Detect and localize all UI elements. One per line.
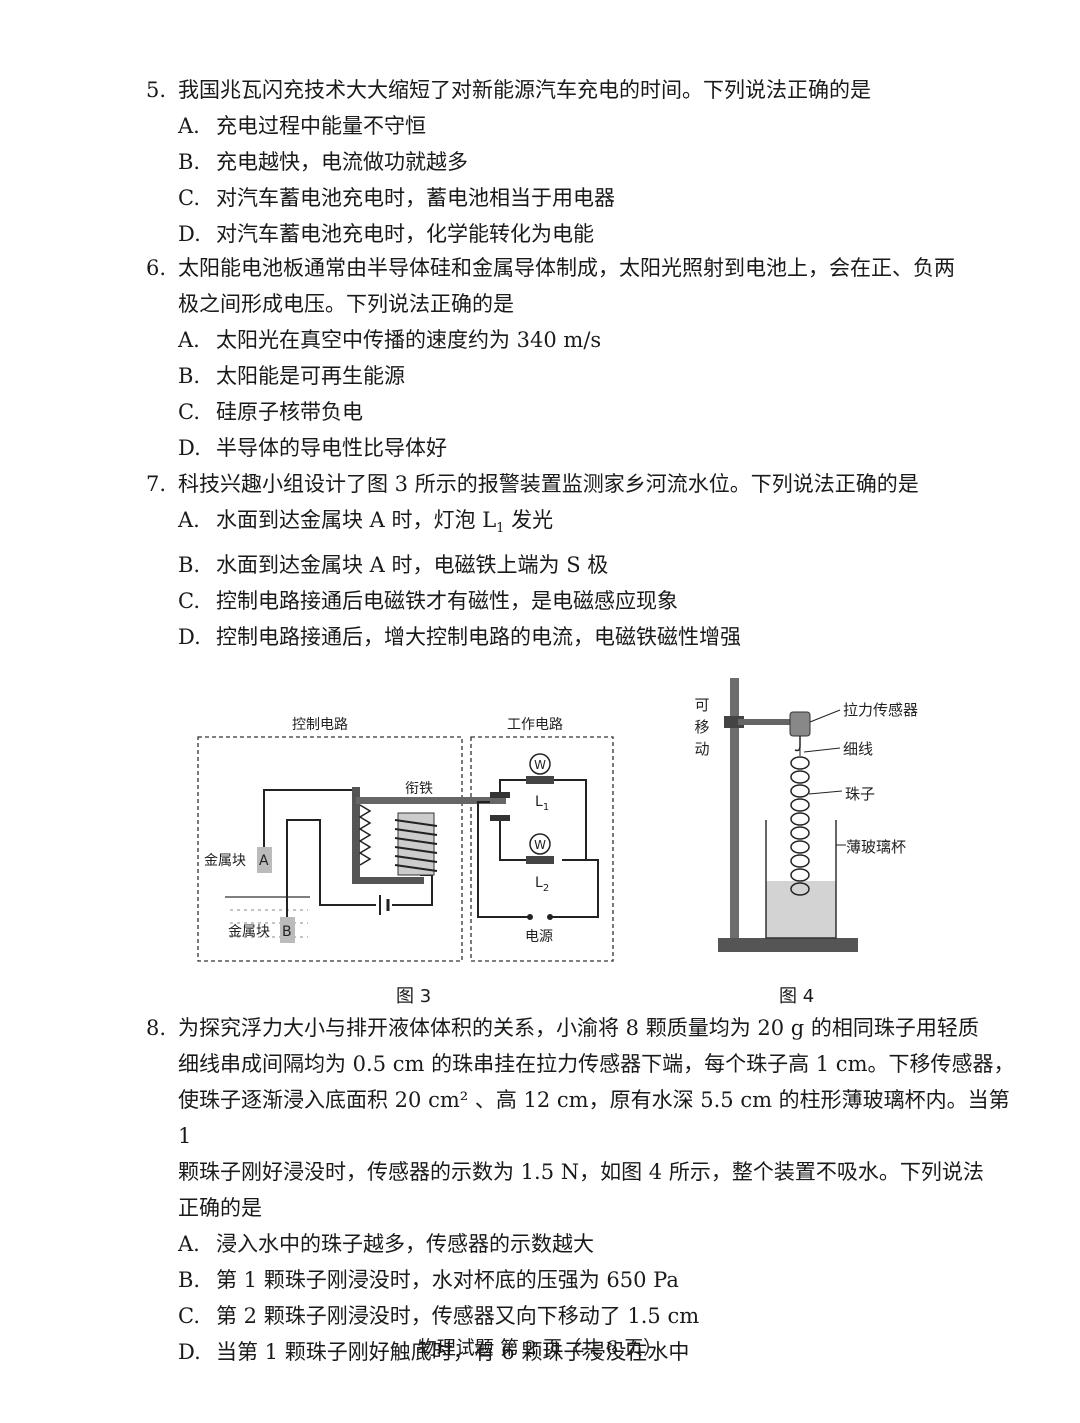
svg-text:B: B [282,924,292,940]
question-stem-line-5: 正确的是 [178,1196,262,1220]
metal-block-a [257,847,272,873]
question-stem: 科技兴趣小组设计了图 3 所示的报警装置监测家乡河流水位。下列说法正确的是 [178,472,919,496]
option-b: B.第 1 颗珠子刚浸没时，水对杯底的压强为 650 Pa [178,1268,679,1292]
page-footer: 物理试题 第 2 页（共 6 页） [417,1337,663,1359]
option-d: D.控制电路接通后，增大控制电路的电流，电磁铁磁性增强 [178,625,741,650]
question-8: 8. 为探究浮力大小与排开液体体积的关系，小渝将 8 颗质量均为 20 g 的相同… [146,1010,1020,1370]
question-6: 6.太阳能电池板通常由半导体硅和金属导体制成，太阳光照射到电池上，会在正、负两 … [146,250,1020,466]
hook [794,736,801,752]
control-circuit-label: 控制电路 [292,717,348,733]
figure-4-buoyancy-setup: 可 移 动 拉力传感器 细线 薄玻璃杯 [680,670,940,974]
glass-cup [765,820,837,939]
option-b: B.太阳能是可再生能源 [178,364,405,388]
armature-label: 衔铁 [405,781,433,797]
water-in-cup [766,881,836,938]
force-sensor [789,711,811,737]
clamp-arm [738,719,798,725]
work-circuit-box [470,736,614,962]
lamp-l2-label: L2 [535,875,549,894]
relay-frame [352,787,360,883]
option-d: D.半导体的导电性比导体好 [178,436,447,460]
bead-label: 珠子 [845,785,875,803]
question-7: 7.科技兴趣小组设计了图 3 所示的报警装置监测家乡河流水位。下列说法正确的是 … [146,466,1020,655]
option-a: A.充电过程中能量不守恒 [178,114,426,138]
lamp-l1-label: L1 [535,794,549,813]
thread-label: 细线 [843,740,873,758]
question-stem-line-2: 细线串成间隔均为 0.5 cm 的珠串挂在拉力传感器下端，每个珠子高 1 cm。… [178,1052,1015,1076]
option-b: B.水面到达金属块 A 时，电磁铁上端为 S 极 [178,553,609,578]
stand-base [718,938,858,952]
question-stem: 我国兆瓦闪充技术大大缩短了对新能源汽车充电的时间。下列说法正确的是 [178,78,871,102]
question-number: 8. [146,1016,167,1040]
question-stem-continued: 极之间形成电压。下列说法正确的是 [178,292,514,316]
question-stem-line-4: 颗珠子刚好浸没时，传感器的示数为 1.5 N，如图 4 所示，整个装置不吸水。下… [178,1160,984,1184]
option-b: B.充电越快，电流做功就越多 [178,150,468,174]
bead-string [790,756,810,896]
movable-label-2: 移 [694,718,709,736]
option-c: C.第 2 颗珠子刚浸没时，传感器又向下移动了 1.5 cm [178,1304,700,1328]
question-stem: 太阳能电池板通常由半导体硅和金属导体制成，太阳光照射到电池上，会在正、负两 [178,256,955,280]
figure-3-alarm-circuit: 控制电路 工作电路 金属块 A 金属块 B 衔铁 [190,705,620,974]
option-a: A.浸入水中的珠子越多，传感器的示数越大 [178,1232,594,1256]
option-d: D.当第 1 颗珠子刚好触底时，有 6 颗珠子浸没在水中 [178,1340,690,1364]
option-c: C.控制电路接通后电磁铁才有磁性，是电磁感应现象 [178,589,678,614]
work-circuit-label: 工作电路 [507,717,563,733]
figure-4-caption: 图 4 [779,986,815,1007]
stand-rod [730,678,739,938]
question-stem-line-1: 为探究浮力大小与排开液体体积的关系，小渝将 8 颗质量均为 20 g 的相同珠子… [178,1016,979,1040]
option-c: C.硅原子核带负电 [178,400,363,424]
question-number: 6. [146,256,167,280]
movable-label-3: 动 [694,740,709,758]
question-stem-line-3: 使珠子逐渐浸入底面积 20 cm² 、高 12 cm，原有水深 5.5 cm 的… [178,1088,1010,1148]
question-number: 5. [146,78,167,102]
lamp-l1: W [526,753,554,784]
movable-label-1: 可 [694,696,709,714]
svg-text:W: W [534,838,546,852]
metal-block-b [280,917,295,943]
lower-contact [490,815,510,821]
lamp-l2: W [526,833,554,864]
option-a: A.水面到达金属块 A 时，灯泡 L1 发光 [178,508,554,537]
power-terminal [527,914,533,920]
work-wires [477,779,599,918]
armature [356,797,506,804]
option-a: A.太阳光在真空中传播的速度约为 340 m/s [178,328,602,352]
figure-3-caption: 图 3 [396,986,432,1007]
option-c: C.对汽车蓄电池充电时，蓄电池相当于用电器 [178,186,615,210]
control-circuit-box [197,736,463,962]
upper-contact [490,792,510,798]
metal-block-a-label: 金属块 [204,853,246,869]
svg-text:W: W [534,758,546,772]
question-number: 7. [146,472,167,496]
cup-label: 薄玻璃杯 [846,838,906,856]
metal-block-b-label: 金属块 [228,924,270,940]
spring [358,804,372,866]
power-label: 电源 [525,929,553,945]
question-5: 5. 我国兆瓦闪充技术大大缩短了对新能源汽车充电的时间。下列说法正确的是 A.充电… [146,72,1020,252]
force-sensor-label: 拉力传感器 [843,701,918,719]
svg-text:A: A [259,853,269,869]
option-d: D.对汽车蓄电池充电时，化学能转化为电能 [178,222,594,246]
